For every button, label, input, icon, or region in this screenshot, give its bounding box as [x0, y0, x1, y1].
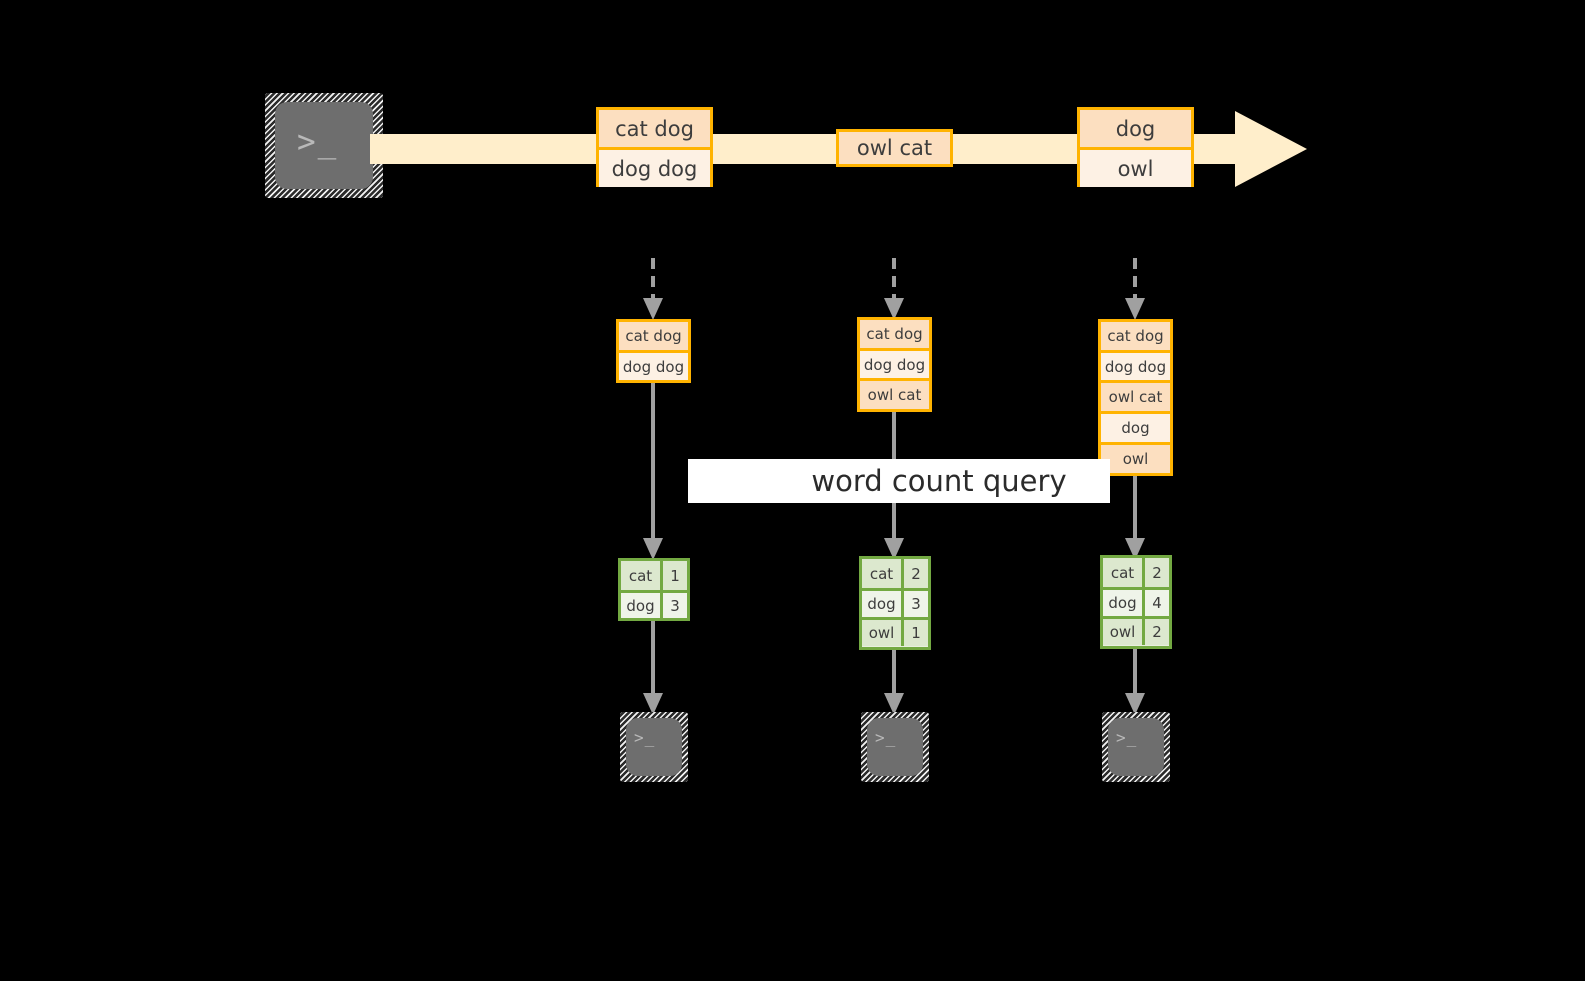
dashed-connector-1 [638, 258, 668, 322]
result-2-word-3: owl [862, 620, 904, 646]
stream-event-3[interactable]: dog owl [1077, 107, 1194, 187]
consumer-terminal-icon-1: >_ [620, 712, 688, 782]
snapshot-2-line-2: dog dog [860, 348, 929, 378]
terminal-prompt-glyph: >_ [297, 124, 339, 160]
result-table-3-row-2: dog 4 [1103, 587, 1169, 616]
consumer-3-prompt-glyph: >_ [1116, 728, 1138, 747]
output-connector-2 [881, 650, 907, 716]
result-3-word-1: cat [1103, 558, 1145, 587]
terminal-screen [275, 102, 373, 189]
stream-event-1[interactable]: cat dog dog dog [596, 107, 713, 187]
result-table-3-row-1: cat 2 [1103, 558, 1169, 587]
result-2-count-1: 2 [911, 564, 921, 583]
consumer-1-prompt-glyph: >_ [634, 728, 656, 747]
snapshot-stack-1[interactable]: cat dog dog dog [616, 319, 691, 383]
query-label-band: word count query [688, 459, 1110, 503]
snapshot-2-line-1: cat dog [860, 320, 929, 348]
snapshot-3-line-2: dog dog [1101, 350, 1170, 380]
snapshot-1-line-2: dog dog [619, 350, 688, 380]
result-1-count-1: 1 [670, 566, 680, 585]
result-table-2-row-1: cat 2 [862, 559, 928, 588]
result-table-1[interactable]: cat 1 dog 3 [618, 558, 690, 621]
result-table-1-row-2: dog 3 [621, 590, 687, 618]
result-3-count-1: 2 [1152, 563, 1162, 582]
result-table-3[interactable]: cat 2 dog 4 owl 2 [1100, 555, 1172, 649]
result-2-count-3: 1 [911, 624, 921, 642]
result-table-2-row-2: dog 3 [862, 588, 928, 617]
query-label-text: word count query [811, 464, 1067, 498]
stream-event-2[interactable]: owl cat [836, 129, 953, 167]
snapshot-3-line-4: dog [1101, 411, 1170, 442]
snapshot-1-line-1: cat dog [619, 322, 688, 350]
consumer-2-prompt-glyph: >_ [875, 728, 897, 747]
consumer-2-terminal-screen [867, 718, 923, 776]
dashed-connector-3 [1120, 258, 1150, 322]
result-table-1-row-1: cat 1 [621, 561, 687, 590]
snapshot-3-line-5: owl [1101, 442, 1170, 473]
result-table-2-row-3: owl 1 [862, 617, 928, 646]
result-3-word-3: owl [1103, 619, 1145, 645]
result-1-count-2: 3 [670, 596, 680, 615]
consumer-1-terminal-screen [626, 718, 682, 776]
result-3-word-2: dog [1103, 590, 1145, 616]
result-3-count-3: 2 [1152, 623, 1162, 641]
result-2-word-2: dog [862, 591, 904, 617]
query-connector-1 [640, 383, 666, 561]
dashed-connector-2 [879, 258, 909, 322]
stream-event-3-line-2: owl [1080, 147, 1191, 187]
output-connector-1 [640, 621, 666, 716]
snapshot-3-line-1: cat dog [1101, 322, 1170, 350]
result-2-count-2: 3 [911, 595, 921, 613]
stream-event-1-line-2: dog dog [599, 147, 710, 187]
stream-event-3-line-1: dog [1080, 110, 1191, 147]
output-connector-3 [1122, 649, 1148, 716]
stream-event-2-line-1: owl cat [839, 132, 950, 164]
result-1-word-1: cat [621, 561, 663, 590]
consumer-3-terminal-screen [1108, 718, 1164, 776]
snapshot-stack-2[interactable]: cat dog dog dog owl cat [857, 317, 932, 412]
consumer-terminal-icon-2: >_ [861, 712, 929, 782]
snapshot-stack-3[interactable]: cat dog dog dog owl cat dog owl [1098, 319, 1173, 476]
result-3-count-2: 4 [1152, 594, 1162, 612]
producer-terminal-icon: >_ [265, 93, 383, 198]
snapshot-2-line-3: owl cat [860, 378, 929, 409]
consumer-terminal-icon-3: >_ [1102, 712, 1170, 782]
snapshot-3-line-3: owl cat [1101, 380, 1170, 411]
query-connector-3 [1122, 476, 1148, 561]
result-table-3-row-3: owl 2 [1103, 616, 1169, 645]
result-2-word-1: cat [862, 559, 904, 588]
stream-event-1-line-1: cat dog [599, 110, 710, 147]
result-1-word-2: dog [621, 593, 663, 618]
result-table-2[interactable]: cat 2 dog 3 owl 1 [859, 556, 931, 650]
